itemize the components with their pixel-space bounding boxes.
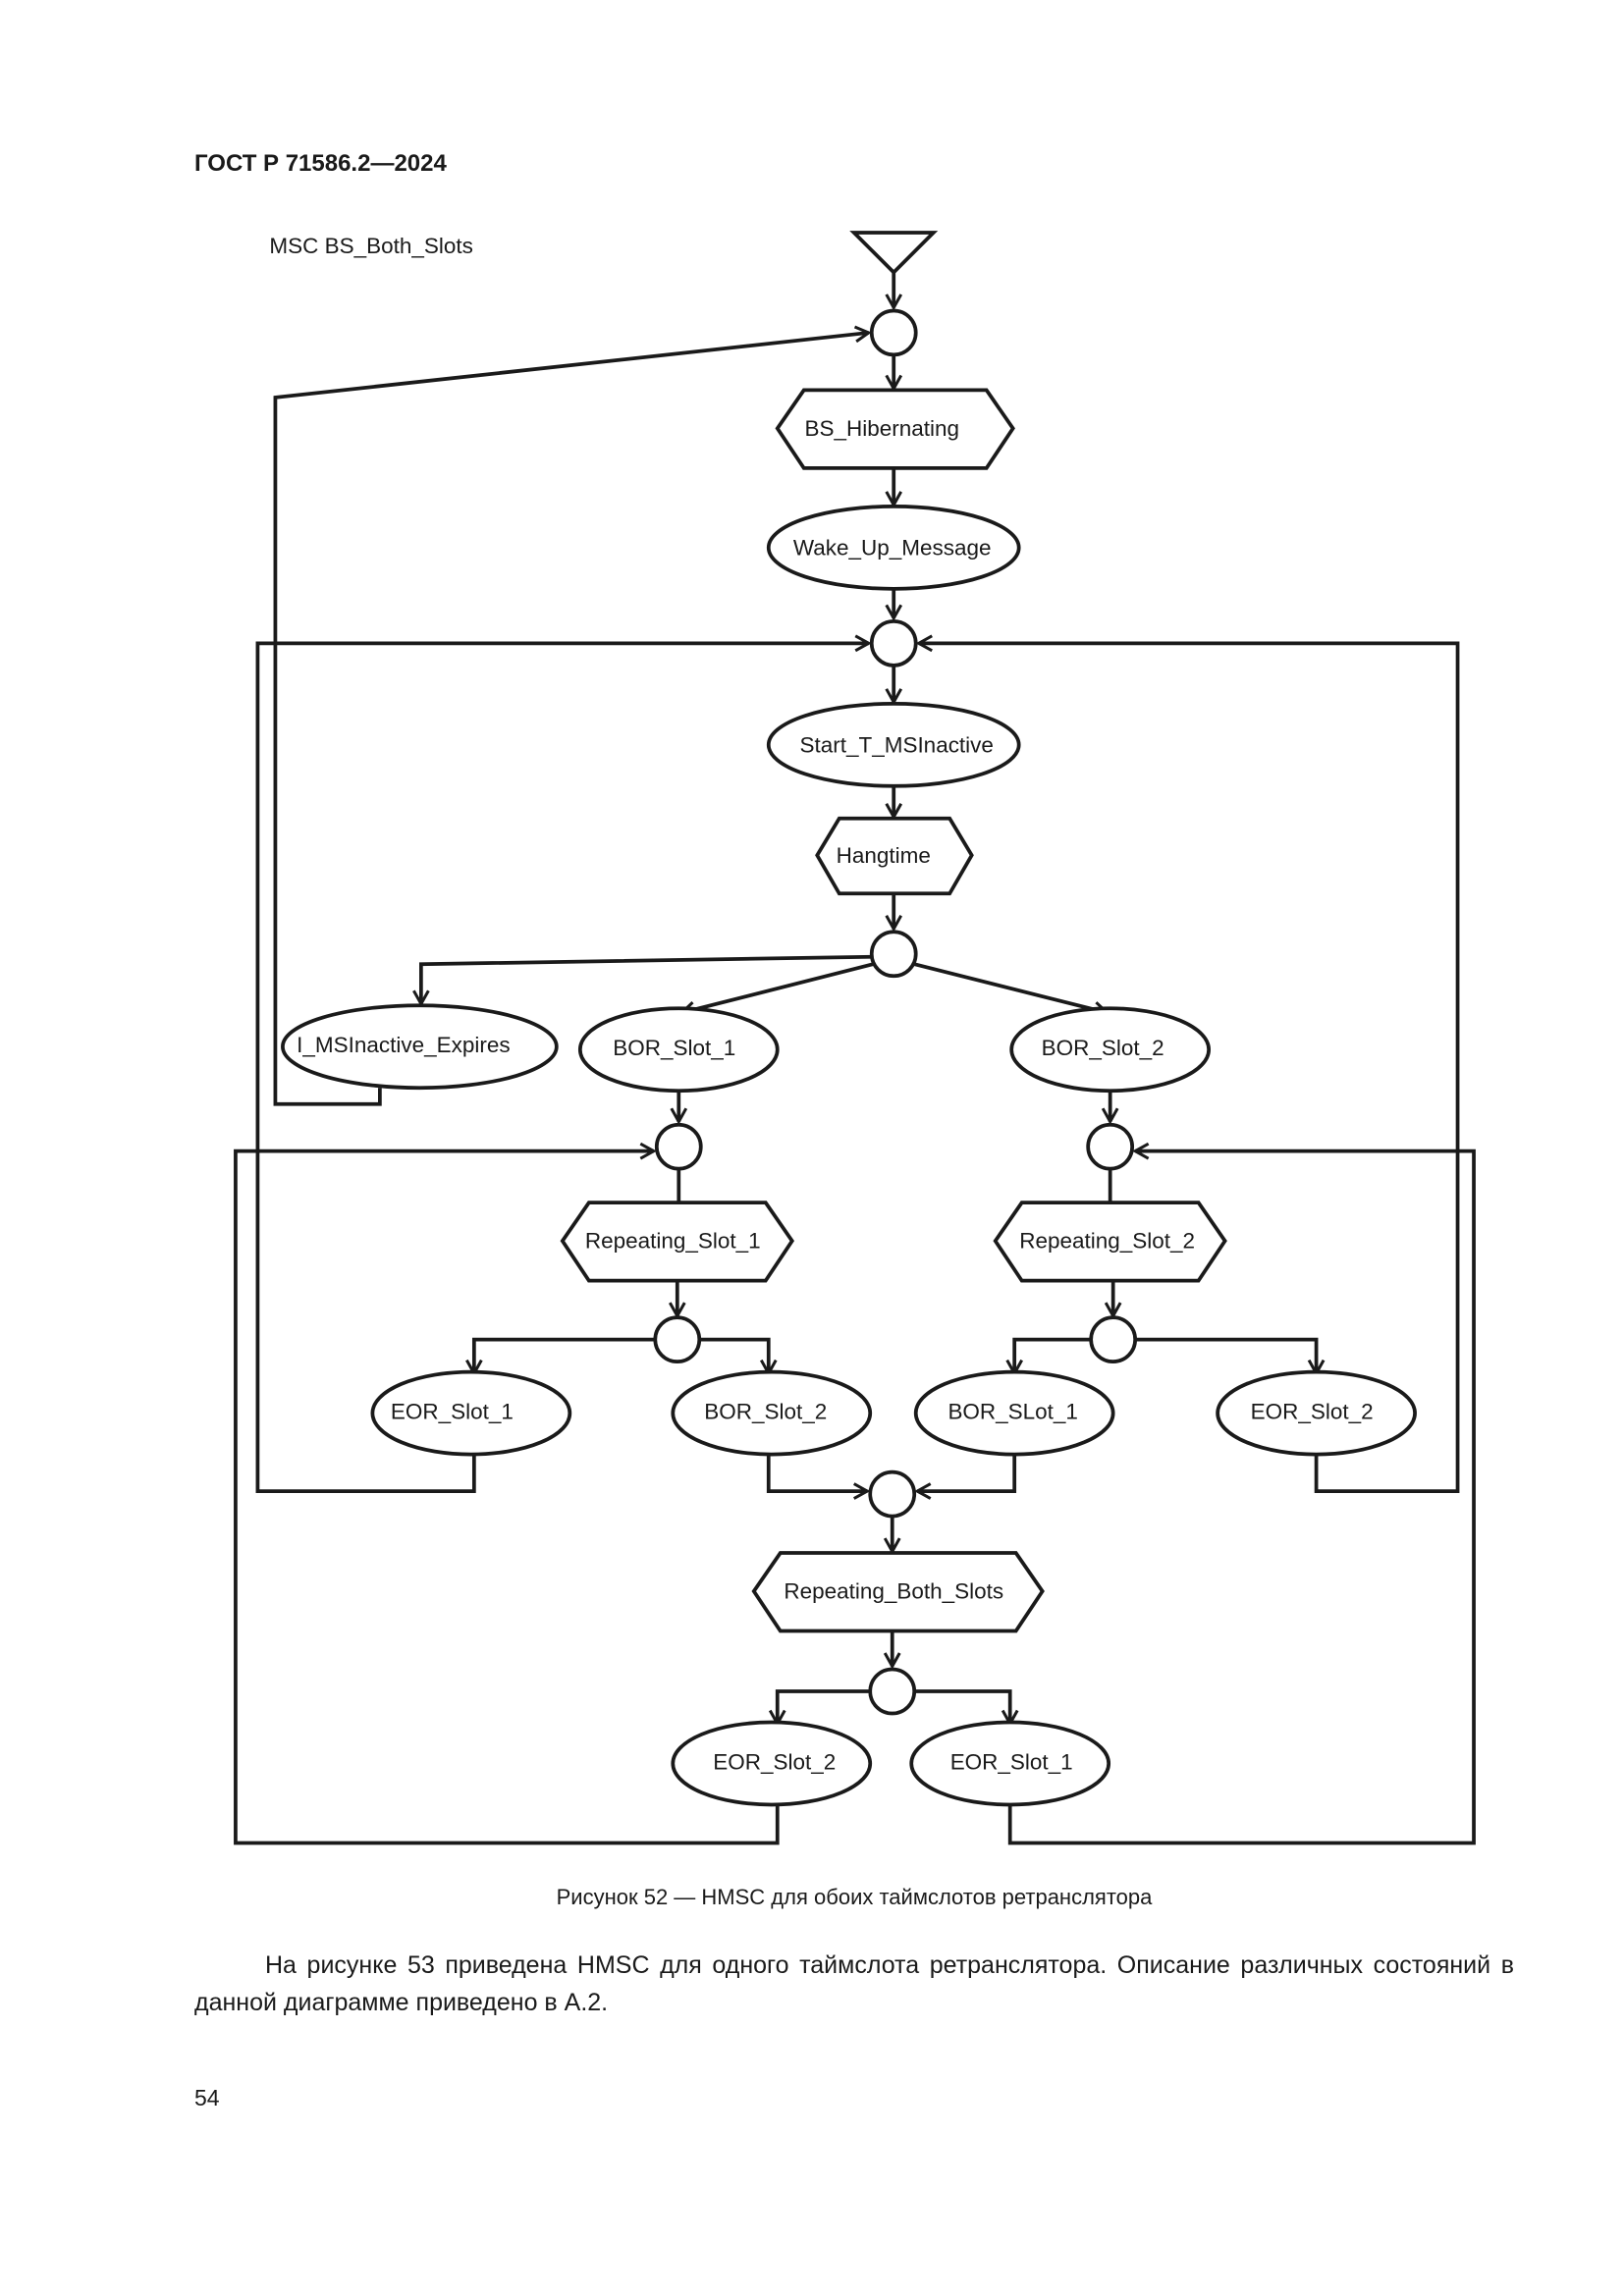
msg-eor-slot-1: EOR_Slot_1 bbox=[370, 1369, 572, 1457]
msg-eor-slot-2: EOR_Slot_2 bbox=[1216, 1369, 1417, 1457]
msg-bor-slot-1: BOR_Slot_1 bbox=[577, 1006, 780, 1094]
svg-text:EOR_Slot_1: EOR_Slot_1 bbox=[950, 1749, 1073, 1774]
state-repeating-slot-2: Repeating_Slot_2 bbox=[993, 1201, 1227, 1283]
svg-text:EOR_Slot_2: EOR_Slot_2 bbox=[713, 1749, 836, 1774]
connector-1 bbox=[869, 308, 918, 357]
connector-3 bbox=[869, 930, 918, 979]
state-repeating-both-slots: Repeating_Both_Slots bbox=[751, 1551, 1045, 1633]
svg-text:Start_T_MSInactive: Start_T_MSInactive bbox=[799, 732, 993, 757]
start-triangle-icon bbox=[849, 231, 939, 276]
svg-text:I_MSInactive_Expires: I_MSInactive_Expires bbox=[297, 1033, 510, 1057]
page-number: 54 bbox=[194, 2085, 220, 2110]
connector-7 bbox=[1089, 1315, 1138, 1363]
svg-text:Repeating_Slot_2: Repeating_Slot_2 bbox=[1019, 1229, 1195, 1254]
svg-text:EOR_Slot_2: EOR_Slot_2 bbox=[1251, 1400, 1374, 1424]
paragraph-text: На рисунке 53 приведена HMSC для одного … bbox=[194, 1951, 1514, 2016]
msg-eor-slot-1-final: EOR_Slot_1 bbox=[909, 1720, 1111, 1807]
connector-6 bbox=[653, 1315, 702, 1363]
svg-text:Repeating_Slot_1: Repeating_Slot_1 bbox=[585, 1229, 761, 1254]
connector-8 bbox=[868, 1469, 917, 1519]
msg-bor-slot-2: BOR_Slot_2 bbox=[1009, 1006, 1212, 1094]
svg-text:BS_Hibernating: BS_Hibernating bbox=[804, 416, 959, 441]
svg-text:BOR_Slot_2: BOR_Slot_2 bbox=[1042, 1036, 1164, 1060]
msg-bor-slot-1-branch: BOR_SLot_1 bbox=[913, 1369, 1115, 1457]
connector-5 bbox=[1086, 1122, 1135, 1171]
standard-header: ГОСТ Р 71586.2—2024 bbox=[194, 150, 447, 177]
svg-text:BOR_Slot_1: BOR_Slot_1 bbox=[613, 1036, 735, 1060]
msg-bor-slot-2-branch: BOR_Slot_2 bbox=[671, 1369, 873, 1457]
hmsc-diagram: MSC BS_Both_Slots BS_Hibernating Wake_Up… bbox=[234, 231, 1476, 1845]
connector-4 bbox=[654, 1122, 703, 1171]
diagram-title: MSC BS_Both_Slots bbox=[269, 234, 472, 258]
svg-text:Hangtime: Hangtime bbox=[837, 843, 931, 868]
msg-eor-slot-2-final: EOR_Slot_2 bbox=[671, 1720, 873, 1807]
msg-start-t-msinactive: Start_T_MSInactive bbox=[766, 701, 1021, 788]
body-paragraph: На рисунке 53 приведена HMSC для одного … bbox=[194, 1947, 1514, 2021]
svg-text:Repeating_Both_Slots: Repeating_Both_Slots bbox=[784, 1579, 1003, 1604]
svg-text:BOR_SLot_1: BOR_SLot_1 bbox=[947, 1400, 1078, 1424]
msg-t-msinactive-expires: I_MSInactive_Expires bbox=[281, 1003, 559, 1091]
connector-9 bbox=[868, 1667, 917, 1716]
state-repeating-slot-1: Repeating_Slot_1 bbox=[560, 1201, 795, 1283]
svg-text:EOR_Slot_1: EOR_Slot_1 bbox=[391, 1400, 514, 1424]
svg-text:Wake_Up_Message: Wake_Up_Message bbox=[793, 535, 992, 560]
figure-caption: Рисунок 52 — HMSC для обоих таймслотов р… bbox=[556, 1885, 1153, 1909]
svg-text:BOR_Slot_2: BOR_Slot_2 bbox=[704, 1400, 827, 1424]
msg-wake-up-message: Wake_Up_Message bbox=[766, 505, 1021, 591]
state-hangtime: Hangtime bbox=[815, 816, 974, 896]
state-bs-hibernating: BS_Hibernating bbox=[775, 388, 1015, 470]
connector-2 bbox=[869, 618, 918, 667]
